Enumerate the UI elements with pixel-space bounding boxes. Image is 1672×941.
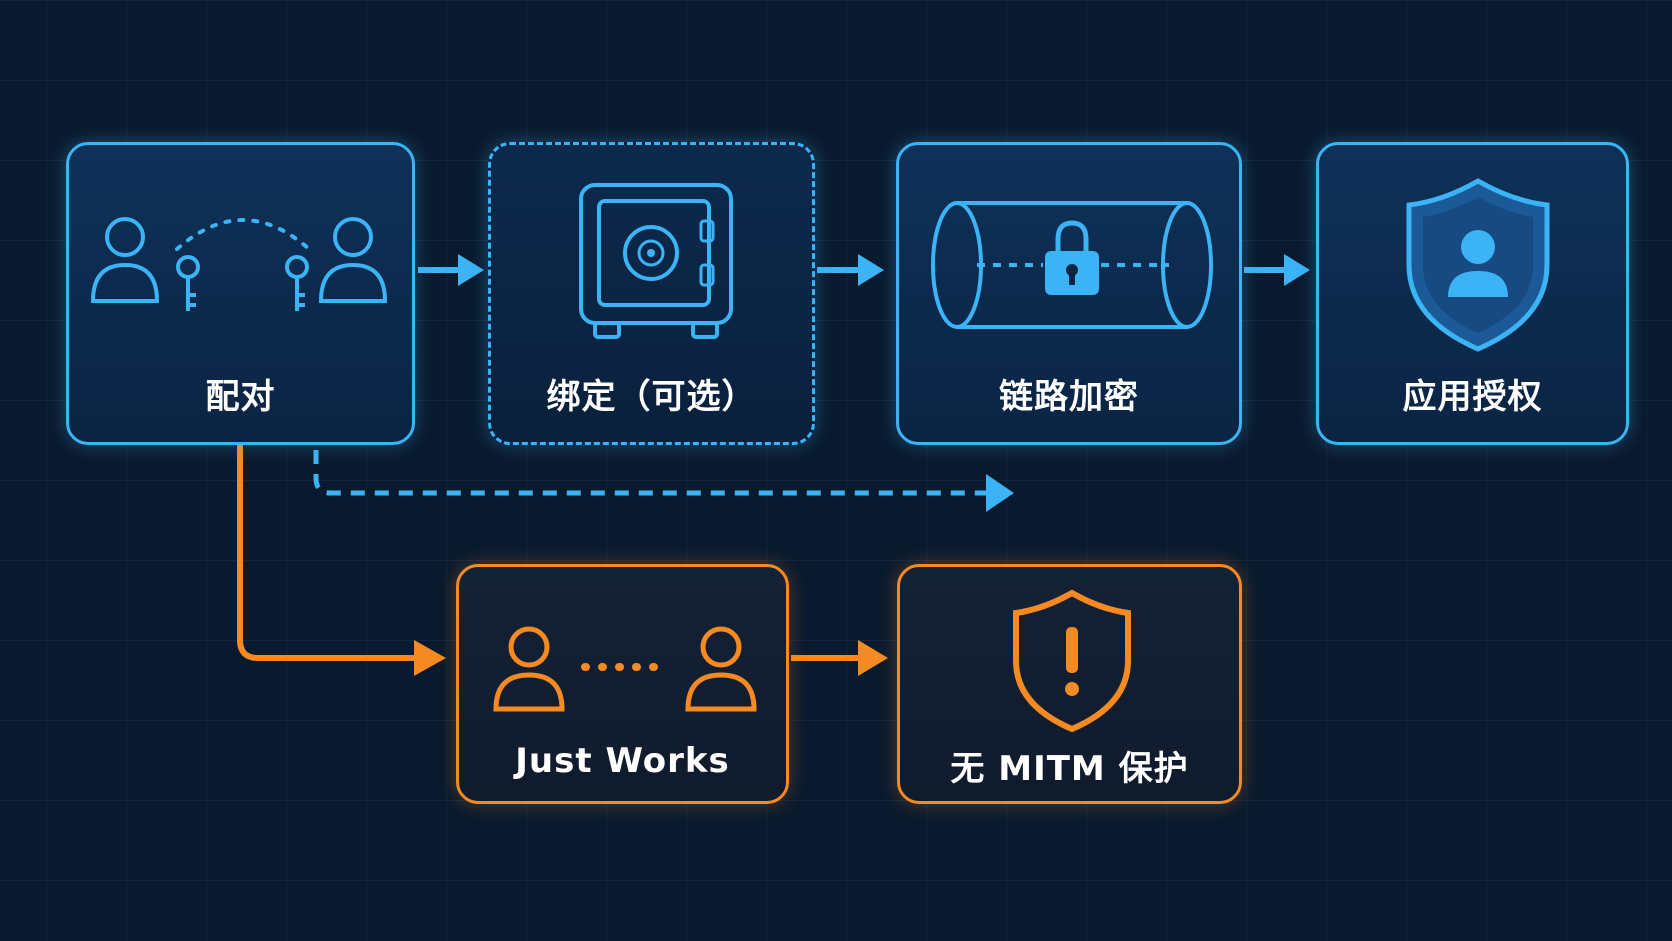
key-icon bbox=[176, 255, 200, 311]
no-mitm-card: 无 MITM 保护 bbox=[897, 564, 1242, 804]
just-works-card: Just Works bbox=[456, 564, 789, 804]
arrow-justworks-to-nomitm bbox=[791, 640, 888, 676]
safe-icon bbox=[579, 183, 733, 339]
user-icon bbox=[493, 626, 565, 712]
just-works-icon-group bbox=[493, 626, 757, 712]
encrypted-tunnel-icon bbox=[931, 201, 1213, 329]
arrow-encrypt-to-auth bbox=[1244, 254, 1310, 286]
user-icon bbox=[90, 217, 160, 303]
key-icon bbox=[285, 255, 309, 311]
step-bonding-label: 绑定（可选） bbox=[546, 377, 757, 417]
step-encryption-card: 链路加密 bbox=[896, 142, 1242, 445]
padlock-icon bbox=[1045, 220, 1099, 295]
arrow-bond-to-encrypt bbox=[817, 254, 884, 286]
step-bonding-card: 绑定（可选） bbox=[488, 142, 815, 445]
step-pairing-label: 配对 bbox=[205, 377, 276, 417]
user-icon bbox=[685, 626, 757, 712]
arrow-bypass-bond-dashed bbox=[313, 450, 1014, 512]
dotted-arc bbox=[175, 218, 311, 251]
arrow-pair-to-bond bbox=[418, 254, 484, 286]
warning-shield-icon bbox=[1013, 589, 1131, 733]
arrow-pair-to-justworks bbox=[237, 445, 446, 676]
step-authorization-card: 应用授权 bbox=[1316, 142, 1629, 445]
step-authorization-label: 应用授权 bbox=[1402, 377, 1543, 417]
no-mitm-label: 无 MITM 保护 bbox=[950, 749, 1189, 789]
just-works-label: Just Works bbox=[515, 741, 730, 781]
step-pairing-card: 配对 bbox=[66, 142, 415, 445]
step-encryption-label: 链路加密 bbox=[999, 377, 1139, 417]
shield-user-icon bbox=[1406, 178, 1550, 352]
user-icon bbox=[318, 217, 388, 303]
pairing-icon-group bbox=[90, 217, 388, 311]
